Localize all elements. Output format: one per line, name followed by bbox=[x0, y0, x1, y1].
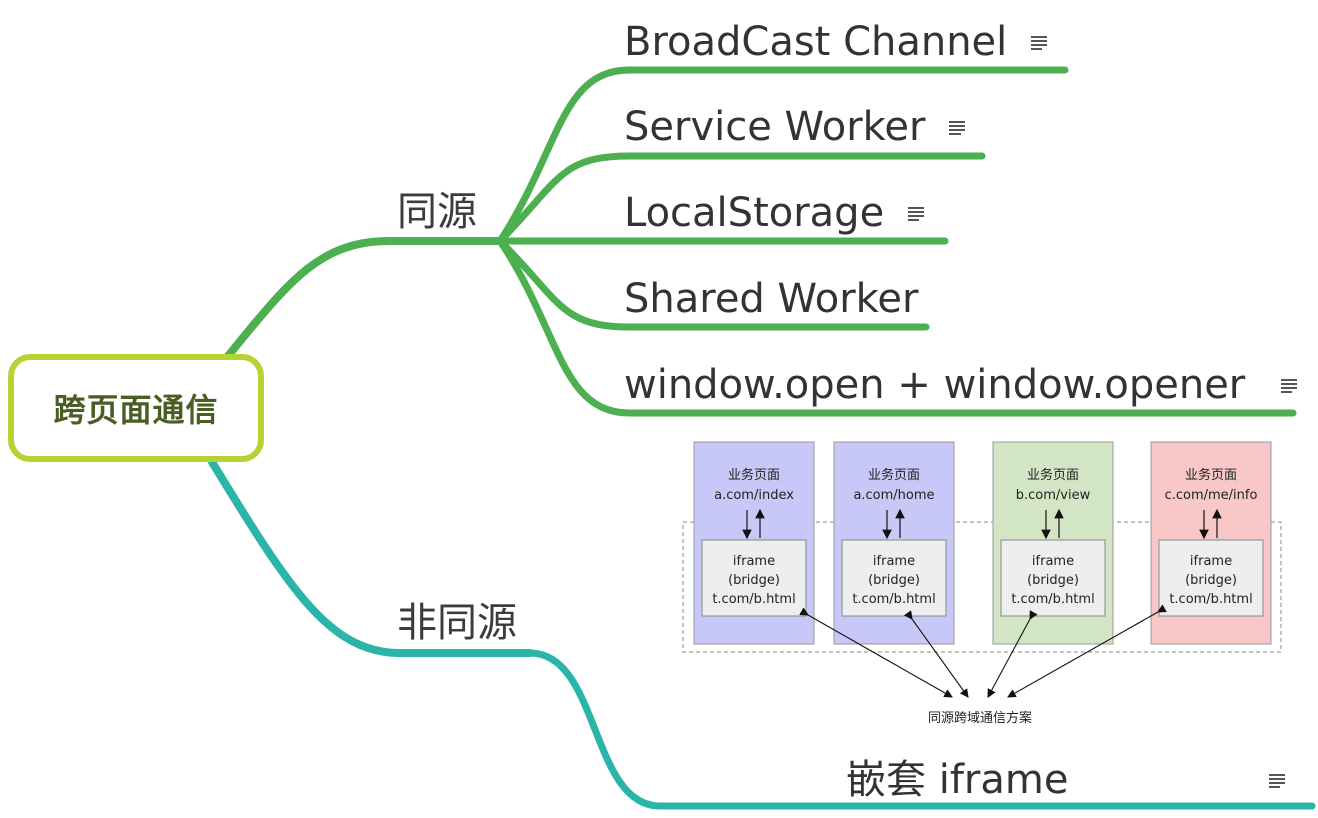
iframe-3-line1: iframe bbox=[1032, 554, 1074, 569]
iframe-1-line2: (bridge) bbox=[728, 573, 780, 588]
topic-label: BroadCast Channel bbox=[624, 19, 1008, 65]
topic-broadcast-channel[interactable]: BroadCast Channel bbox=[624, 19, 1048, 65]
topic-window-open[interactable]: window.open + window.opener bbox=[624, 362, 1298, 408]
connector-window-open bbox=[496, 237, 1297, 417]
iframe-3-line3: t.com/b.html bbox=[1011, 592, 1094, 607]
root-topic[interactable]: 跨页面通信 bbox=[8, 354, 264, 462]
iframe-4-line3: t.com/b.html bbox=[1169, 592, 1252, 607]
topic-label: Shared Worker bbox=[624, 276, 919, 322]
iframe-box-1 bbox=[701, 539, 807, 617]
note-icon[interactable] bbox=[1281, 379, 1298, 393]
iframe-box-2 bbox=[841, 539, 947, 617]
connector-service-worker bbox=[496, 152, 986, 245]
connector-root-same-origin bbox=[224, 237, 504, 360]
topic-localstorage[interactable]: LocalStorage bbox=[624, 190, 925, 236]
note-icon[interactable] bbox=[1031, 36, 1048, 50]
note-icon[interactable] bbox=[1269, 774, 1285, 788]
page-url-4: c.com/me/info bbox=[1165, 488, 1258, 503]
bridge-arrow-2 bbox=[903, 610, 969, 698]
connector-broadcast-channel bbox=[496, 66, 1069, 245]
iframe-1-line1: iframe bbox=[733, 554, 775, 569]
topic-label: LocalStorage bbox=[624, 190, 885, 236]
topic-service-worker[interactable]: Service Worker bbox=[624, 104, 966, 150]
page-url-1: a.com/index bbox=[714, 488, 794, 503]
bridge-arrows bbox=[799, 604, 1167, 698]
topic-label: 嵌套 iframe bbox=[846, 757, 1069, 803]
topic-nested-iframe[interactable]: 嵌套 iframe bbox=[846, 760, 1068, 800]
branch-cross-origin[interactable]: 非同源 bbox=[397, 600, 517, 646]
note-icon[interactable] bbox=[908, 207, 925, 221]
bridge-arrow-4 bbox=[1007, 604, 1167, 698]
page-url-2: a.com/home bbox=[853, 488, 934, 503]
page-title-1: 业务页面 bbox=[728, 467, 780, 483]
page-title-3: 业务页面 bbox=[1027, 467, 1079, 483]
page-iframe-arrows bbox=[742, 508, 1222, 540]
branch-same-origin[interactable]: 同源 bbox=[397, 189, 477, 235]
iframe-2-line2: (bridge) bbox=[868, 573, 920, 588]
diagram-caption: 同源跨域通信方案 bbox=[928, 710, 1032, 726]
page-title-4: 业务页面 bbox=[1185, 467, 1237, 483]
iframe-2-line3: t.com/b.html bbox=[852, 592, 935, 607]
iframe-1-line3: t.com/b.html bbox=[712, 592, 795, 607]
page-url-3: b.com/view bbox=[1016, 488, 1091, 503]
iframe-4-line1: iframe bbox=[1190, 554, 1232, 569]
iframe-3-line2: (bridge) bbox=[1027, 573, 1079, 588]
root-topic-label: 跨页面通信 bbox=[53, 391, 219, 429]
iframe-box-3 bbox=[1000, 539, 1106, 617]
connector-shared-worker bbox=[496, 237, 930, 331]
note-icon[interactable] bbox=[949, 121, 966, 135]
iframe-4-line2: (bridge) bbox=[1185, 573, 1237, 588]
iframe-2-line1: iframe bbox=[873, 554, 915, 569]
iframe-bridge-diagram: 业务页面 a.com/index 业务页面 a.com/home 业务页面 b.… bbox=[682, 441, 1282, 726]
topic-label: Service Worker bbox=[624, 104, 926, 150]
topic-shared-worker[interactable]: Shared Worker bbox=[624, 279, 918, 319]
topic-label: window.open + window.opener bbox=[624, 362, 1246, 408]
iframe-box-4 bbox=[1158, 539, 1264, 617]
page-title-2: 业务页面 bbox=[868, 467, 920, 483]
connector-root-cross-origin bbox=[208, 458, 534, 657]
connector-nested-iframe bbox=[526, 649, 1316, 810]
